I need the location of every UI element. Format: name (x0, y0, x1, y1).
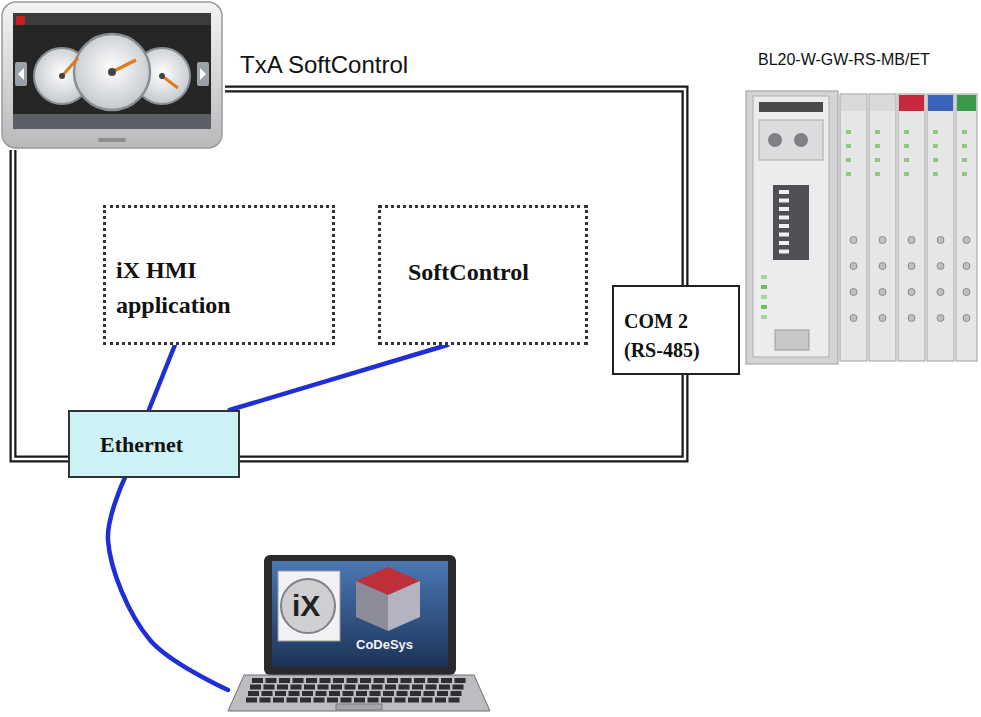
laptop-computer: iX CoDeSys (228, 555, 490, 712)
laptop-picture (228, 555, 490, 712)
io-device-picture (745, 90, 978, 365)
logo-text: CoDeSys (356, 637, 413, 653)
hmi-panel-picture (0, 0, 226, 152)
logo-text: iX (292, 588, 320, 624)
enclosure-heading: TxA SoftControl (240, 51, 408, 80)
ethernet-cable (108, 478, 228, 690)
box-label: SoftControl (408, 258, 529, 287)
box-label: iX HMI application (116, 253, 286, 323)
port-box: COM 2 (RS-485) (612, 285, 740, 375)
ethernet-cable (230, 345, 448, 410)
network-label: Ethernet (100, 432, 183, 458)
device-heading: BL20-W-GW-RS-MB/ET (758, 50, 930, 69)
network-box: Ethernet (68, 410, 240, 478)
device-enclosure: TxA SoftControliX HMI applicationSoftCon… (10, 86, 688, 462)
io-gateway-device: BL20-W-GW-RS-MB/ET (745, 90, 978, 365)
port-label: COM 2 (RS-485) (624, 307, 724, 365)
software-box: iX HMI application (103, 205, 335, 345)
software-box: SoftControl (378, 205, 588, 345)
ethernet-cable (149, 345, 175, 410)
